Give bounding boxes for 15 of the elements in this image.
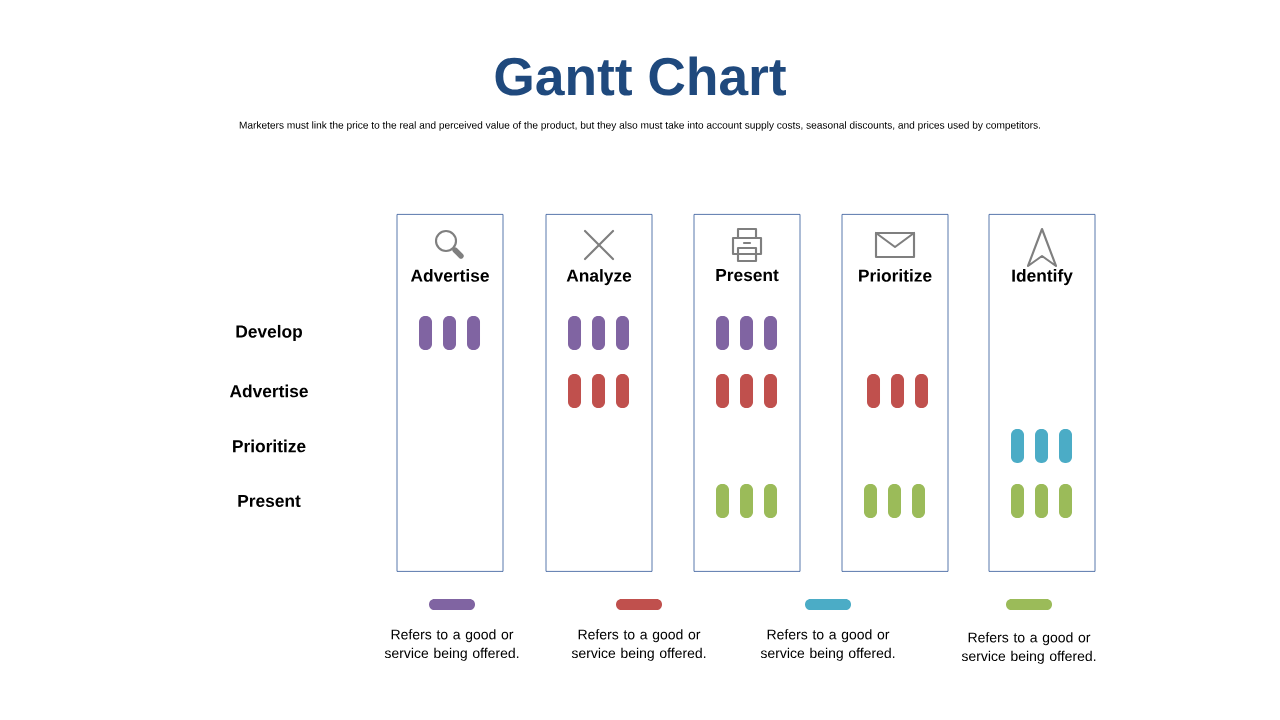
- column-box: Identify: [988, 214, 1096, 572]
- title: Gantt Chart: [495, 56, 786, 96]
- subtitle: Marketers must link the price to the real and perceived value of the product, but they also must take into account supply costs, seasonal discounts, and prices used by competitors.: [239, 121, 1040, 131]
- row-label: Develop: [236, 324, 302, 342]
- column-box: Present: [693, 214, 801, 572]
- legend-text: Refers to a good or service being offered.: [384, 629, 519, 661]
- legend-text: Refers to a good or service being offered.: [760, 629, 895, 661]
- column-box: Analyze: [545, 214, 653, 572]
- column-box: Prioritize: [841, 214, 949, 572]
- row-label: Advertise: [229, 384, 308, 398]
- legend-text: Refers to a good or service being offered.: [571, 629, 706, 661]
- row-label: Prioritize: [233, 439, 306, 453]
- column-box: Advertise: [396, 214, 504, 572]
- row-label: Present: [238, 494, 301, 508]
- legend-text: Refers to a good or service being offered.: [961, 632, 1096, 664]
